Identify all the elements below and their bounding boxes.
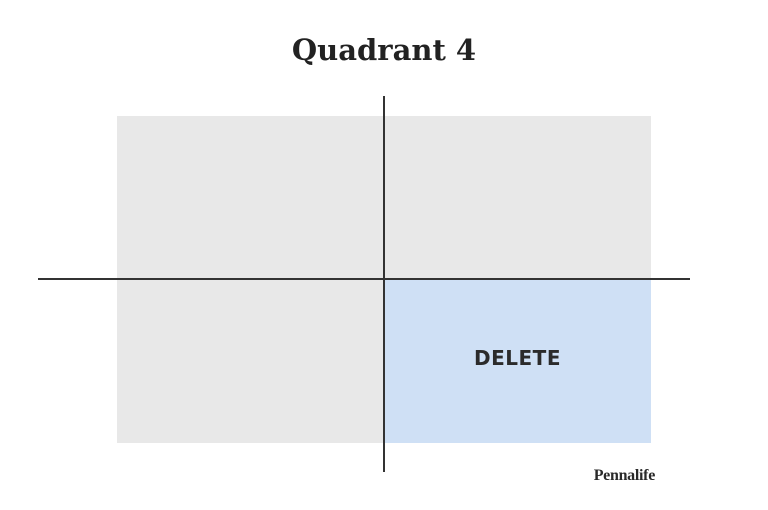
page-title: Quadrant 4	[291, 33, 477, 67]
vertical-axis	[383, 96, 385, 472]
quadrant-top-left	[117, 116, 384, 279]
brand-logo-text: Pennalife	[593, 467, 656, 484]
quadrant-bottom-left	[117, 279, 384, 443]
quadrant-label-delete: DELETE	[474, 346, 561, 370]
quadrant-top-right	[384, 116, 651, 279]
horizontal-axis	[38, 278, 690, 280]
quadrant-bottom-right-highlighted: DELETE	[384, 279, 651, 443]
